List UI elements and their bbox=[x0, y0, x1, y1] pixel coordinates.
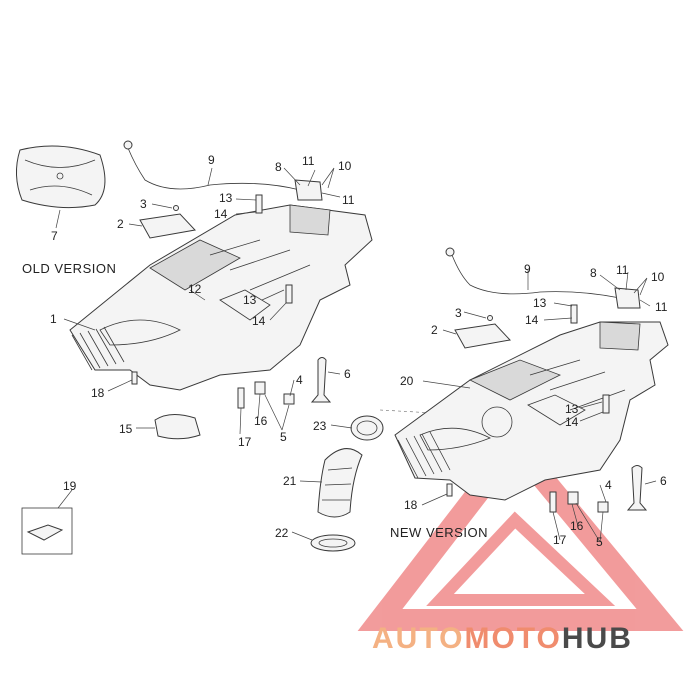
label-old-1: 1 bbox=[50, 312, 57, 326]
new-version-label: NEW VERSION bbox=[390, 525, 488, 540]
label-new-8: 8 bbox=[590, 266, 597, 280]
label-new-4: 4 bbox=[605, 478, 612, 492]
label-mid-23: 23 bbox=[313, 419, 327, 433]
part-20-undertray bbox=[394, 321, 669, 501]
part-8-bracket bbox=[294, 179, 323, 201]
new-part-2-plate bbox=[454, 323, 511, 349]
label-old-5: 5 bbox=[280, 430, 287, 444]
label-new-13b: 13 bbox=[565, 402, 579, 416]
label-new-6: 6 bbox=[660, 474, 667, 488]
label-new-11b: 11 bbox=[655, 300, 668, 314]
label-new-2: 2 bbox=[431, 323, 438, 337]
label-old-12: 12 bbox=[188, 282, 202, 296]
leader-lines bbox=[55, 167, 657, 543]
label-mid-22: 22 bbox=[275, 526, 289, 540]
label-mid-21: 21 bbox=[283, 474, 297, 488]
label-old-3: 3 bbox=[140, 197, 147, 211]
label-old-11b: 11 bbox=[342, 193, 355, 207]
label-new-3: 3 bbox=[455, 306, 462, 320]
old-version-assembly bbox=[16, 140, 373, 555]
label-old-6: 6 bbox=[344, 367, 351, 381]
new-part-6-pin bbox=[626, 465, 648, 511]
label-old-15: 15 bbox=[119, 422, 133, 436]
watermark-text: AUTOMOTOHUB bbox=[372, 622, 633, 655]
part-23-clamp bbox=[350, 415, 384, 441]
label-new-5: 5 bbox=[596, 535, 603, 549]
part-9-cable bbox=[127, 147, 301, 191]
watermark-hub: HUB bbox=[562, 622, 633, 655]
label-new-13a: 13 bbox=[533, 296, 547, 310]
label-old-8: 8 bbox=[275, 160, 282, 174]
old-version-label: OLD VERSION bbox=[22, 261, 116, 276]
label-old-9: 9 bbox=[208, 153, 215, 167]
label-old-16: 16 bbox=[254, 414, 268, 428]
watermark-logo bbox=[357, 427, 684, 631]
part-21-hose bbox=[317, 448, 363, 518]
label-old-19: 19 bbox=[63, 479, 77, 493]
part-labels-new: NEW VERSION 9 8 11 10 11 13 3 14 2 20 13… bbox=[390, 262, 668, 549]
label-new-16: 16 bbox=[570, 519, 584, 533]
label-old-14b: 14 bbox=[252, 314, 266, 328]
part-labels-old: OLD VERSION 7 1 2 3 9 8 11 10 11 13 14 1… bbox=[22, 153, 355, 493]
label-old-2: 2 bbox=[117, 217, 124, 231]
label-new-18: 18 bbox=[404, 498, 418, 512]
label-old-7: 7 bbox=[51, 229, 58, 243]
label-new-14a: 14 bbox=[525, 313, 539, 327]
label-new-20: 20 bbox=[400, 374, 414, 388]
label-old-13a: 13 bbox=[219, 191, 233, 205]
label-old-10: 10 bbox=[338, 159, 352, 173]
part-1-undertray bbox=[69, 204, 373, 391]
label-old-17: 17 bbox=[238, 435, 252, 449]
part-22-clamp bbox=[310, 534, 356, 552]
part-labels-mid: 23 21 22 bbox=[275, 419, 327, 540]
label-old-14a: 14 bbox=[214, 207, 228, 221]
new-version-assembly bbox=[394, 247, 669, 513]
label-old-13b: 13 bbox=[243, 293, 257, 307]
label-new-9: 9 bbox=[524, 262, 531, 276]
label-old-4: 4 bbox=[296, 373, 303, 387]
middle-parts bbox=[310, 409, 471, 552]
label-new-11a: 11 bbox=[616, 263, 629, 277]
new-part-9-cable bbox=[451, 254, 621, 299]
part-2-plate bbox=[139, 213, 196, 239]
label-new-14b: 14 bbox=[565, 415, 579, 429]
part-6-pin bbox=[310, 357, 332, 403]
label-old-18: 18 bbox=[91, 386, 105, 400]
part-15-clamp bbox=[154, 414, 201, 440]
label-new-17: 17 bbox=[553, 533, 567, 547]
label-old-11a: 11 bbox=[302, 154, 315, 168]
new-part-8-bracket bbox=[614, 287, 641, 309]
part-7-cover bbox=[16, 145, 106, 209]
svg-text:AUTOMOTOHUB: AUTOMOTOHUB bbox=[372, 622, 633, 655]
label-new-10: 10 bbox=[651, 270, 665, 284]
watermark-moto: MOTO bbox=[464, 622, 561, 655]
watermark-auto: AUTO bbox=[372, 622, 464, 655]
